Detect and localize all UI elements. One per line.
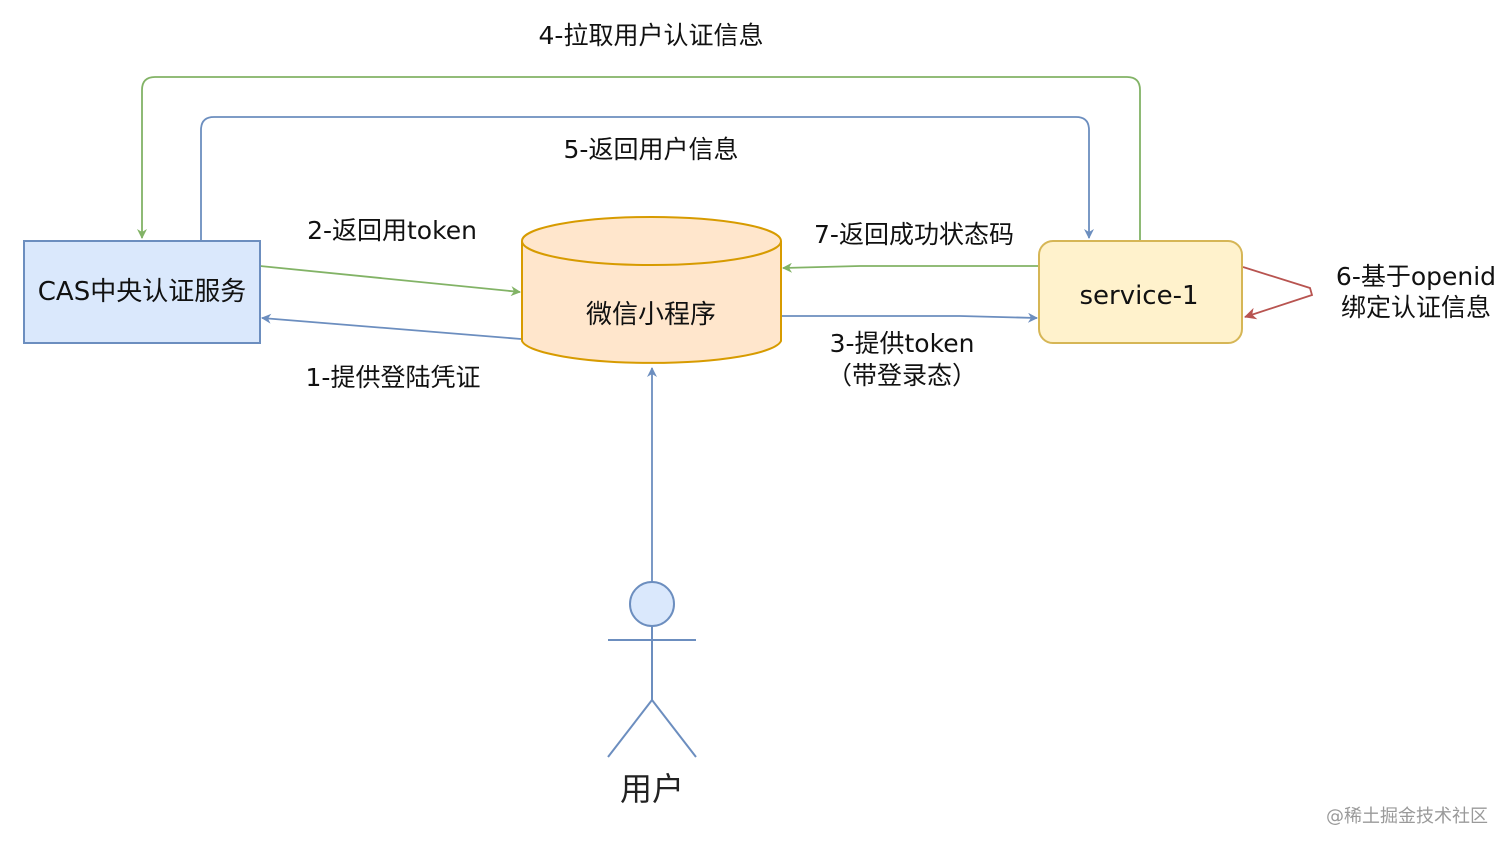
edge-2-label: 2-返回用token [307,216,477,245]
service-node: service-1 [1038,240,1243,344]
edge-3-label-line2: （带登录态） [827,361,977,390]
edge-7-label: 7-返回成功状态码 [814,220,1014,249]
user-actor-head [629,581,675,627]
edge-7-return-success [782,262,1039,273]
edge-1-label: 1-提供登陆凭证 [306,363,481,392]
user-actor: 用户 [607,581,697,808]
user-actor-label: 用户 [620,770,684,808]
edge-5-return-user-info [200,116,1094,240]
service-node-label: service-1 [1079,281,1198,311]
edge-4-label: 4-拉取用户认证信息 [539,21,764,50]
mini-program-node-label: 微信小程序 [586,300,716,330]
edge-3-provide-token [782,312,1038,323]
cas-node-label: CAS中央认证服务 [38,277,246,307]
edge-2-return-token [259,265,521,297]
edge-4-pull-auth-info [137,76,1141,240]
edge-6-bind-openid [1242,266,1314,320]
edge-6-label-line1: 6-基于openid [1336,262,1496,291]
cas-node: CAS中央认证服务 [23,240,261,344]
edge-5-label: 5-返回用户信息 [564,135,739,164]
edge-3-label-line1: 3-提供token [830,329,975,358]
watermark: @稀土掘金技术社区 [1326,806,1488,827]
edge-6-label-line2: 绑定认证信息 [1341,293,1491,322]
edge-1-provide-credentials [261,313,522,340]
mini-program-node: 微信小程序 [521,216,782,364]
